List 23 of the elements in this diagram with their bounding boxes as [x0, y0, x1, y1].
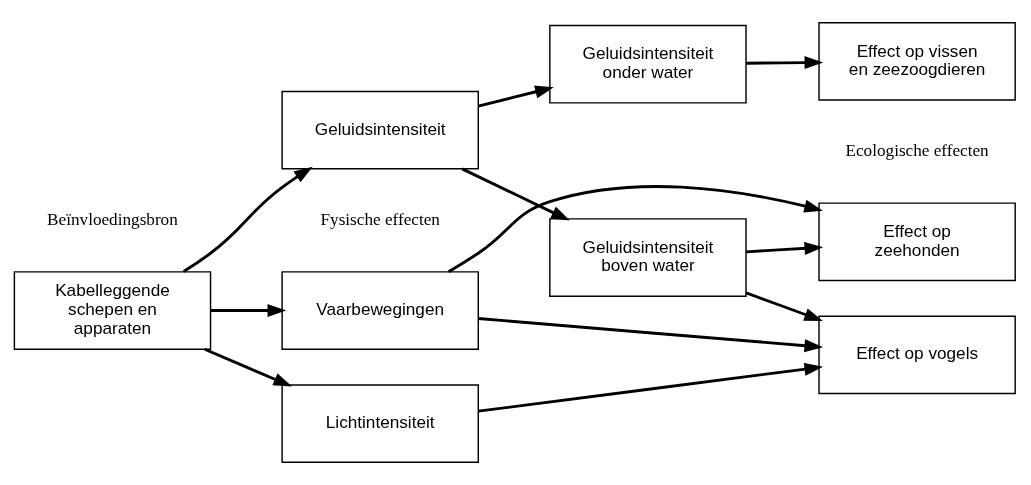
arrow — [447, 185, 823, 274]
node-box: Geluidsintensiteit — [281, 90, 479, 170]
arrow — [745, 291, 823, 321]
arrow — [746, 241, 824, 255]
node-box: Lichtintensiteit — [281, 384, 479, 463]
node-box: Geluidsintensiteit onder water — [549, 24, 747, 104]
arrow — [478, 85, 554, 108]
arrow — [461, 167, 570, 221]
node-box: Effect op zeehonden — [818, 202, 1016, 282]
arrow — [478, 362, 824, 413]
node-box: Effect op vissen en zeezoogdieren — [818, 22, 1016, 101]
node-box: Effect op vogels — [818, 315, 1016, 395]
label: Fysische effecten — [320, 209, 440, 229]
node-box: Geluidsintensiteit boven water — [549, 218, 747, 297]
label: Ecologische effecten — [845, 141, 989, 161]
node-box: Kabelleggende schepen en apparaten — [13, 271, 212, 350]
arrow — [746, 56, 824, 70]
arrow — [210, 304, 287, 318]
arrow — [478, 317, 824, 353]
arrow — [182, 166, 313, 273]
node-box: Vaarbewegingen — [281, 271, 479, 350]
arrow — [204, 347, 293, 387]
label: Beïnvloedingsbron — [47, 209, 178, 229]
